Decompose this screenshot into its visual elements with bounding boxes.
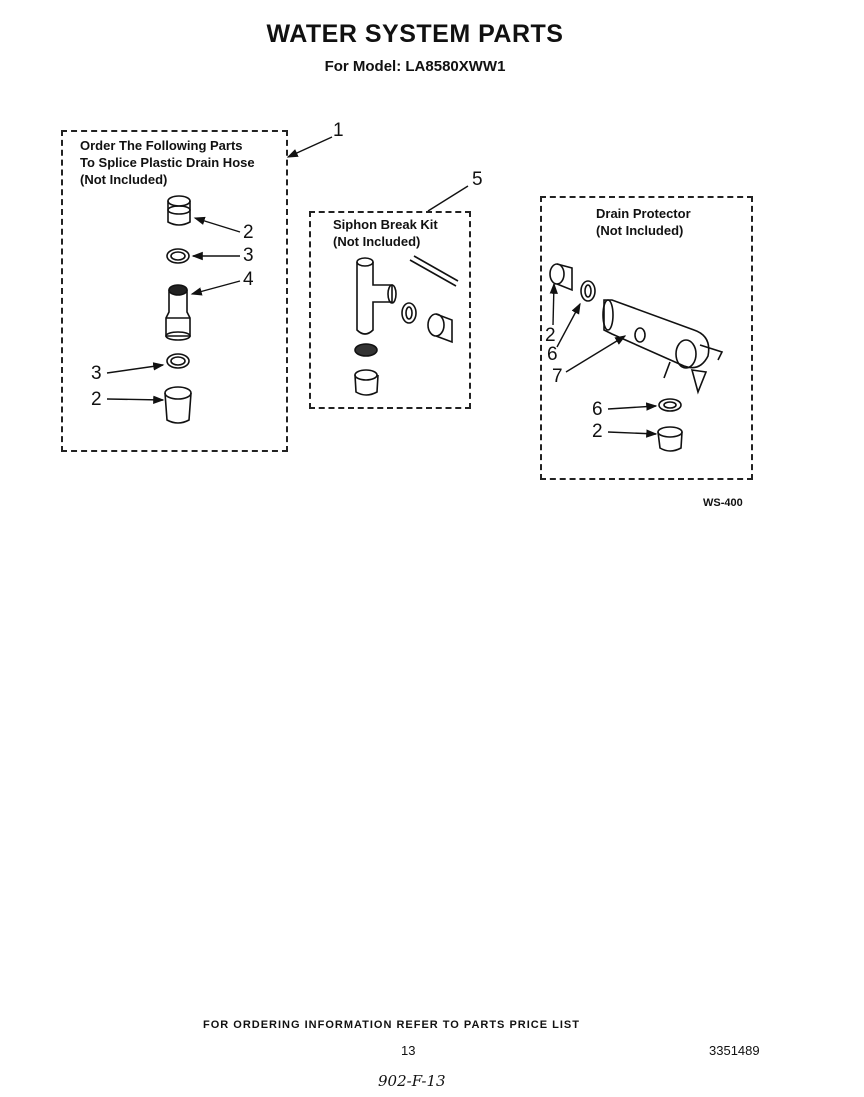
drain-clamp-bottom-part xyxy=(658,398,682,412)
callout-drain-connector-bottom: 2 xyxy=(592,421,603,442)
model-line: For Model: LA8580XWW1 xyxy=(324,58,506,75)
drain-protector-body-part xyxy=(602,299,724,395)
leader-lines xyxy=(106,136,658,438)
siphon-clamp-bottom-part xyxy=(354,343,378,357)
splice-label-line3: (Not Included) xyxy=(80,172,168,187)
splice-parts-box xyxy=(61,130,288,452)
figure-code: WS-400 xyxy=(703,497,743,509)
drain-label-line1: Drain Protector xyxy=(596,206,691,221)
splice-label-line1: Order The Following Parts xyxy=(80,138,243,153)
handwritten-note: 902-F-13 xyxy=(378,1072,446,1090)
siphon-kit-label: Siphon Break Kit (Not Included) xyxy=(333,216,438,250)
siphon-cap-part xyxy=(427,313,453,344)
siphon-break-kit-box xyxy=(309,211,471,409)
callout-splice-coupling: 4 xyxy=(243,269,254,290)
callout-group-1: 1 xyxy=(333,120,344,141)
callout-drain-connector-side: 2 xyxy=(545,325,556,346)
drain-protector-label: Drain Protector (Not Included) xyxy=(596,205,691,239)
callout-splice-connector-top: 2 xyxy=(243,222,254,243)
splice-parts-label: Order The Following Parts To Splice Plas… xyxy=(80,137,255,188)
callout-drain-body: 7 xyxy=(552,366,563,387)
siphon-label-line1: Siphon Break Kit xyxy=(333,217,438,232)
page-title: WATER SYSTEM PARTS xyxy=(266,20,564,48)
drain-label-line2: (Not Included) xyxy=(596,223,684,238)
siphon-pin-part xyxy=(409,255,459,287)
drain-clamp-side-part xyxy=(580,280,596,302)
splice-coupling-part xyxy=(165,284,191,341)
splice-label-line2: To Splice Plastic Drain Hose xyxy=(80,155,255,170)
siphon-label-line2: (Not Included) xyxy=(333,234,421,249)
callout-splice-connector-bottom: 2 xyxy=(91,389,102,410)
clamp-top-part xyxy=(166,248,190,264)
clamp-bottom-part xyxy=(166,353,190,369)
hose-connector-top-part xyxy=(167,195,191,226)
callout-drain-clamp-bottom: 6 xyxy=(592,399,603,420)
callout-group-5: 5 xyxy=(472,169,483,190)
drain-protector-box xyxy=(540,196,753,480)
siphon-tee-part xyxy=(356,257,397,335)
siphon-connector-part xyxy=(354,369,379,396)
callout-drain-clamp-side: 6 xyxy=(547,344,558,365)
hose-connector-bottom-part xyxy=(164,386,192,424)
callout-splice-clamp-bottom: 3 xyxy=(91,363,102,384)
ordering-note: FOR ORDERING INFORMATION REFER TO PARTS … xyxy=(203,1019,580,1031)
siphon-clamp-side-part xyxy=(401,302,417,324)
document-number: 3351489 xyxy=(709,1043,760,1058)
page-number: 13 xyxy=(401,1043,416,1058)
callout-splice-clamp-top: 3 xyxy=(243,245,254,266)
drain-connector-bottom-part xyxy=(657,426,683,452)
